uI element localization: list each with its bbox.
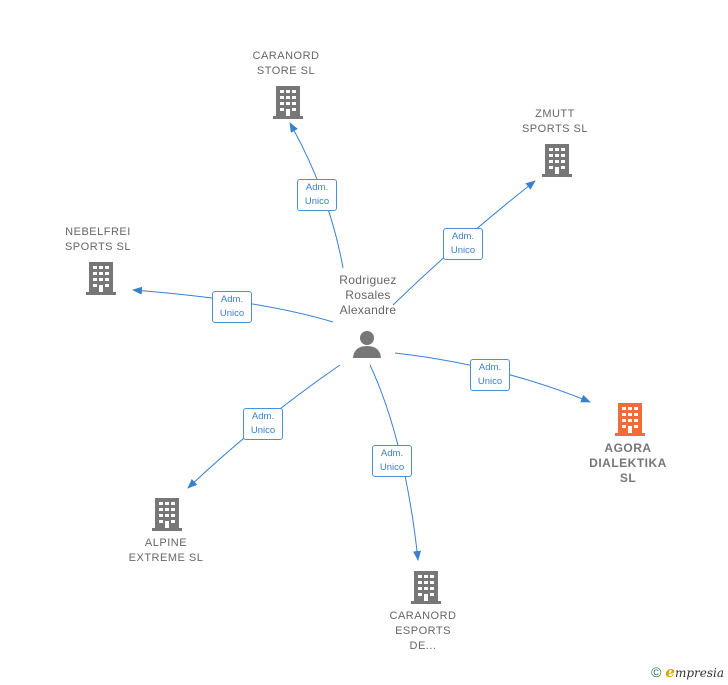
company-label-caranord-store[interactable]: CARANORD STORE SL	[252, 50, 320, 77]
building-icon[interactable]	[152, 497, 182, 531]
relation-role: Adm.	[305, 182, 329, 193]
brand-initial: e	[665, 663, 675, 681]
relation-type: Unico	[379, 462, 405, 473]
building-icon-focus[interactable]	[615, 402, 645, 436]
relation-role: Adm.	[478, 362, 502, 373]
company-label-agora[interactable]: AGORA DIALEKTIKA SL	[589, 441, 667, 485]
building-icon[interactable]	[542, 143, 572, 177]
company-label-alpine[interactable]: ALPINE EXTREME SL	[128, 537, 204, 564]
relation-label[interactable]: Adm. Unico	[372, 445, 412, 477]
relation-type: Unico	[450, 245, 476, 256]
relation-label[interactable]: Adm. Unico	[212, 291, 252, 323]
building-icon[interactable]	[86, 261, 116, 295]
brand-name: mpresia	[674, 666, 724, 680]
footer-brand: © empresia	[651, 663, 724, 681]
relation-role: Adm.	[220, 294, 244, 305]
relation-role: Adm.	[451, 231, 475, 242]
company-label-nebelfrei[interactable]: NEBELFREI SPORTS SL	[64, 226, 132, 253]
person-icon[interactable]	[352, 330, 382, 358]
relation-type: Unico	[304, 196, 330, 207]
relation-label[interactable]: Adm. Unico	[470, 359, 510, 391]
person-name: Rodriguez Rosales Alexandre	[339, 273, 397, 317]
relation-role: Adm.	[380, 448, 404, 459]
relation-type: Unico	[477, 376, 503, 387]
relation-type: Unico	[250, 425, 276, 436]
relation-label[interactable]: Adm. Unico	[443, 228, 483, 260]
building-icon[interactable]	[411, 570, 441, 604]
relation-label[interactable]: Adm. Unico	[243, 408, 283, 440]
company-label-caranord-esports[interactable]: CARANORD ESPORTS DE...	[389, 610, 457, 652]
relation-type: Unico	[219, 308, 245, 319]
relation-role: Adm.	[251, 411, 275, 422]
relation-label[interactable]: Adm. Unico	[297, 179, 337, 211]
company-label-zmutt[interactable]: ZMUTT SPORTS SL	[521, 108, 589, 135]
copyright-icon: ©	[651, 664, 662, 680]
building-icon[interactable]	[273, 85, 303, 119]
brand-logo: empresia	[665, 663, 724, 681]
